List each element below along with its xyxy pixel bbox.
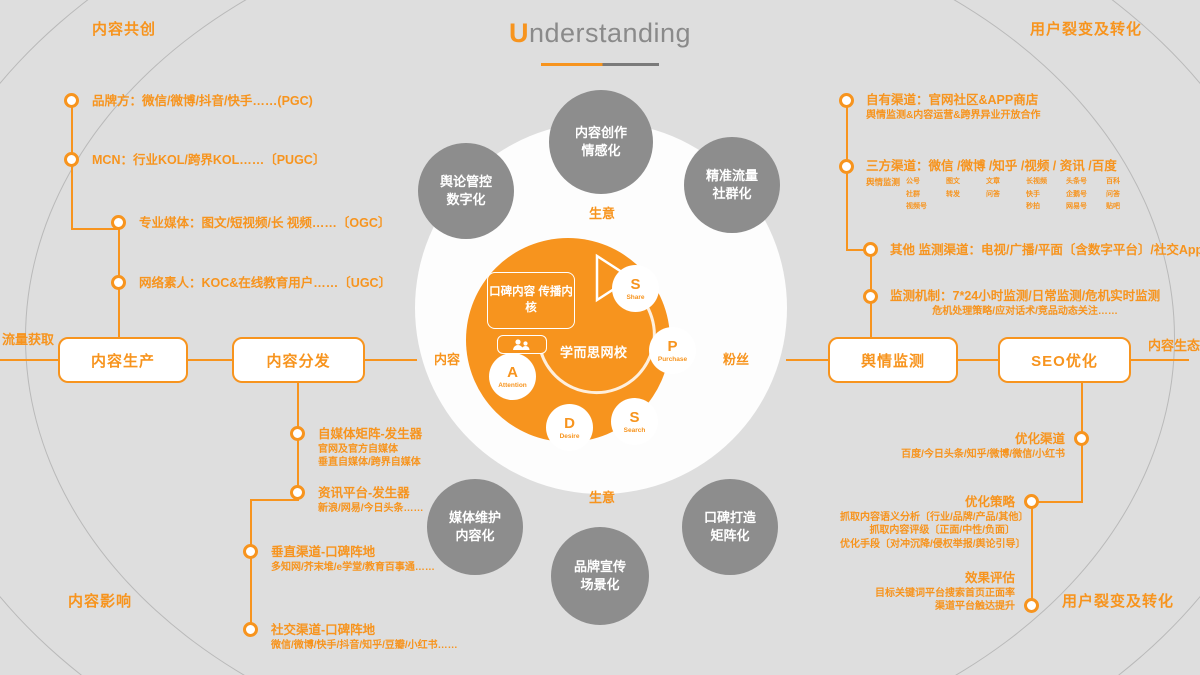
node-right-top-3[interactable] (863, 242, 878, 257)
left-bottom-item-1: 自媒体矩阵-发生器 官网及官方自媒体 垂直自媒体/跨界自媒体 (318, 427, 423, 469)
title-rest: nderstanding (528, 18, 692, 48)
connector-right-bottom-branch (1031, 501, 1083, 503)
node-left-top-1[interactable] (64, 93, 79, 108)
connector-left-top-to-box (118, 290, 120, 346)
page-title: Understanding (0, 18, 1200, 49)
node-left-bottom-2[interactable] (290, 485, 305, 500)
node-left-bottom-3[interactable] (243, 544, 258, 559)
gray-bubble-media-maintenance[interactable]: 媒体维护 内容化 (427, 479, 523, 575)
node-right-bottom-1[interactable] (1074, 431, 1089, 446)
connector-center-box-c (786, 359, 830, 361)
connector-left-bottom-branch (251, 499, 299, 501)
connector-box-c-d (956, 359, 1000, 361)
node-right-top-2[interactable] (839, 159, 854, 174)
node-right-top-4[interactable] (863, 289, 878, 304)
gray-bubble-precise-traffic[interactable]: 精准流量 社群化 (684, 137, 780, 233)
flow-box-content-distribution[interactable]: 内容分发 (232, 337, 365, 383)
connector-left-bottom-from-box (297, 383, 299, 440)
center-axis-label-left: 内容 (434, 352, 461, 367)
connector-right-bottom-spine-2 (1031, 501, 1033, 605)
corner-label-top-left: 内容共创 (92, 21, 157, 38)
connector-box-b-center (363, 359, 417, 361)
right-top-item-2: 三方渠道：微信 /微博 /知乎 /视频 / 资讯 /百度 舆情监测 公号 图文 … (866, 158, 1146, 212)
connector-left-top-drop (118, 228, 120, 290)
flow-box-seo-optimization[interactable]: SEO优化 (998, 337, 1131, 383)
connector-box-a-b (186, 359, 234, 361)
title-accent-letter: U (508, 18, 529, 48)
left-top-item-2: MCN：行业KOL/跨界KOL……〔PUGC〕 (92, 153, 326, 167)
aidas-circle-attention[interactable]: A Attention (489, 353, 536, 400)
connector-left-top-branch (71, 228, 119, 230)
connector-edge-left (0, 359, 60, 361)
flow-box-content-production[interactable]: 内容生产 (58, 337, 188, 383)
page-title-block: Understanding (0, 18, 1200, 66)
gray-bubble-content-creation[interactable]: 内容创作 情感化 (549, 90, 653, 194)
callout-people-icon (497, 335, 547, 354)
aidas-circle-purchase[interactable]: P Purchase (649, 327, 696, 374)
aidas-circle-search[interactable]: S Search (611, 398, 658, 445)
left-bottom-item-2: 资讯平台-发生器 新浪/网易/今日头条…… (318, 486, 424, 514)
right-top-item-4: 监测机制：7*24小时监测/日常监测/危机实时监测 危机处理策略/应对话术/竞品… (890, 289, 1161, 317)
gray-bubble-brand-promotion[interactable]: 品牌宣传 场景化 (551, 527, 649, 625)
center-axis-label-top: 生意 (589, 206, 616, 221)
node-left-bottom-4[interactable] (243, 622, 258, 637)
node-right-top-1[interactable] (839, 93, 854, 108)
title-underline (541, 63, 659, 66)
node-left-top-2[interactable] (64, 152, 79, 167)
connector-right-bottom-from-box (1081, 383, 1083, 445)
left-bottom-item-3: 垂直渠道-口碑阵地 多知网/芥末堆/e学堂/教育百事通…… (271, 545, 435, 573)
right-bottom-item-1: 优化渠道 百度/今日头条/知乎/微博/微信/小红书 (901, 432, 1065, 460)
aidas-circle-share[interactable]: S Share (612, 265, 659, 312)
corner-label-top-right: 用户裂变及转化 (1030, 21, 1143, 38)
callout-bubble: 口碑内容 传播内核 (487, 272, 575, 329)
edge-label-left: 流量获取 (2, 332, 55, 347)
center-brand-name: 学而思网校 (560, 345, 628, 360)
right-top-item-1: 自有渠道：官网社区&APP商店 舆情监测&内容运营&跨界异业开放合作 (866, 93, 1041, 121)
edge-label-right: 内容生态 (1148, 338, 1200, 353)
node-right-bottom-3[interactable] (1024, 598, 1039, 613)
right-bottom-item-3: 效果评估 目标关键词平台搜索首页正面率 渠道平台触达提升 (875, 571, 1015, 613)
connector-right-top-spine (846, 100, 848, 250)
corner-label-bottom-right: 用户裂变及转化 (1062, 593, 1175, 610)
right-bottom-item-2: 优化策略 抓取内容语义分析〔行业/品牌/产品/其他〕 抓取内容评级〔正面/中性/… (840, 495, 1029, 550)
node-right-bottom-2[interactable] (1024, 494, 1039, 509)
right-top-item-2-subgrid: 舆情监测 公号 图文 文章 长视频 头条号 百科 社群 转发 问答 快手 企鹅号… (866, 176, 1120, 210)
corner-label-bottom-left: 内容影响 (68, 593, 133, 610)
connector-right-top-spine-2 (870, 250, 872, 304)
left-top-item-4: 网络素人：KOC&在线教育用户……〔UGC〕 (139, 276, 392, 290)
right-top-item-3: 其他 监测渠道：电视/广播/平面〔含数字平台〕/社交App脉脉〕 (890, 243, 1200, 257)
connector-left-bottom-spine-2 (250, 499, 252, 635)
node-left-top-3[interactable] (111, 215, 126, 230)
connector-right-top-to-box (870, 300, 872, 346)
connector-edge-right (1129, 359, 1189, 361)
flow-box-sentiment-monitoring[interactable]: 舆情监测 (828, 337, 958, 383)
node-left-bottom-1[interactable] (290, 426, 305, 441)
gray-bubble-opinion-control[interactable]: 舆论管控 数字化 (418, 143, 514, 239)
center-axis-label-bottom: 生意 (589, 490, 616, 505)
left-bottom-item-4: 社交渠道-口碑阵地 微信/微博/快手/抖音/知乎/豆瓣/小红书…… (271, 623, 458, 651)
gray-bubble-word-of-mouth[interactable]: 口碑打造 矩阵化 (682, 479, 778, 575)
connector-right-top-branch (846, 249, 872, 251)
left-top-item-1: 品牌方：微信/微博/抖音/快手……(PGC) (92, 94, 313, 108)
connector-left-bottom-spine-1 (297, 440, 299, 500)
node-left-top-4[interactable] (111, 275, 126, 290)
center-axis-label-right: 粉丝 (723, 352, 750, 367)
connector-right-bottom-spine-1 (1081, 445, 1083, 503)
aidas-circle-desire[interactable]: D Desire (546, 404, 593, 451)
left-top-item-3: 专业媒体：图文/短视频/长 视频……〔OGC〕 (139, 216, 391, 230)
